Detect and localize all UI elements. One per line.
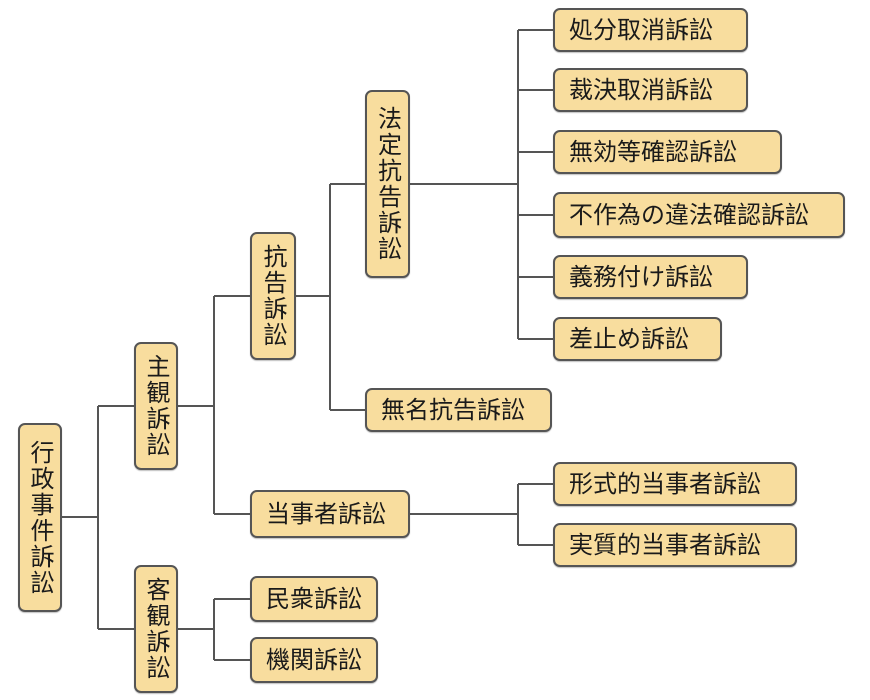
node-ruling-revocation: 裁決取消訴訟 (553, 68, 748, 112)
node-formal-party-litigation: 形式的当事者訴訟 (553, 462, 797, 506)
node-unnamed-appeal: 無名抗告訴訟 (365, 388, 552, 432)
node-administrative-case-litigation: 行政事件訴訟 (18, 423, 62, 612)
node-inaction-illegality-confirmation: 不作為の違法確認訴訟 (553, 192, 845, 238)
node-mandamus: 義務付け訴訟 (553, 255, 748, 299)
node-invalidity-confirmation: 無効等確認訴訟 (553, 130, 782, 174)
node-agency-litigation: 機関訴訟 (250, 637, 378, 683)
node-disposition-revocation: 処分取消訴訟 (553, 8, 748, 52)
node-subjective-litigation: 主観訴訟 (134, 342, 178, 470)
node-objective-litigation: 客観訴訟 (134, 565, 178, 693)
node-substantive-party-litigation: 実質的当事者訴訟 (553, 523, 797, 567)
node-statutory-appeal: 法定抗告訴訟 (365, 90, 410, 278)
node-party-litigation: 当事者訴訟 (250, 490, 410, 538)
node-appeal-litigation: 抗告訴訟 (250, 232, 296, 360)
node-popular-action: 民衆訴訟 (250, 576, 378, 622)
node-injunction: 差止め訴訟 (553, 317, 722, 361)
